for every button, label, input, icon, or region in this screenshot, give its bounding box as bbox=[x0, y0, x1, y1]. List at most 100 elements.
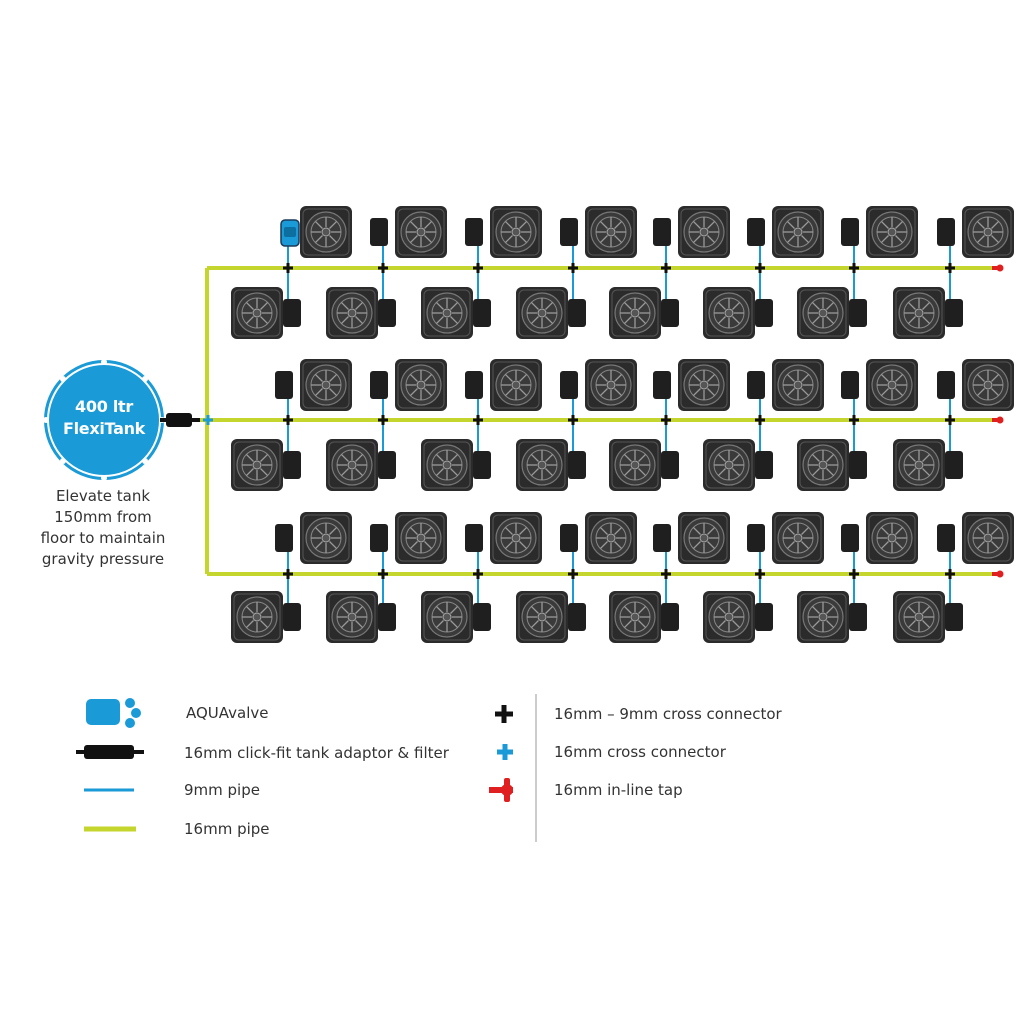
pot-body bbox=[702, 286, 756, 340]
pot bbox=[465, 358, 543, 412]
pot-body bbox=[394, 205, 448, 259]
pot bbox=[515, 438, 586, 492]
pot bbox=[230, 438, 301, 492]
pot bbox=[420, 438, 491, 492]
cross-connector-16-9 bbox=[755, 415, 765, 425]
valve-box bbox=[841, 371, 859, 399]
pot-body bbox=[230, 438, 284, 492]
valve-box bbox=[755, 603, 773, 631]
pot bbox=[515, 286, 586, 340]
pot-body bbox=[865, 205, 919, 259]
pot-body bbox=[892, 438, 946, 492]
inline-tap bbox=[992, 570, 1004, 578]
valve-box bbox=[370, 524, 388, 552]
valve-box bbox=[283, 603, 301, 631]
cross-connector-16-9 bbox=[661, 569, 671, 579]
valve-box bbox=[560, 524, 578, 552]
pot-body bbox=[865, 358, 919, 412]
cross-connector-16-9 bbox=[755, 569, 765, 579]
pot bbox=[747, 511, 825, 565]
valve-box bbox=[937, 218, 955, 246]
valve-box bbox=[747, 524, 765, 552]
pot-body bbox=[325, 590, 379, 644]
valve-box bbox=[465, 218, 483, 246]
tank-note-line: gravity pressure bbox=[41, 550, 165, 568]
cross-connector-16-9 bbox=[283, 569, 293, 579]
cross-connector-16-9 bbox=[473, 569, 483, 579]
pot bbox=[230, 286, 301, 340]
pot-body bbox=[865, 511, 919, 565]
legend-label-cross-16: 16mm cross connector bbox=[554, 743, 726, 761]
pot-body bbox=[420, 286, 474, 340]
pot-body bbox=[892, 590, 946, 644]
valve-box bbox=[465, 524, 483, 552]
legend-label-tank-adaptor: 16mm click-fit tank adaptor & filter bbox=[184, 744, 449, 762]
cross-connector-16-9 bbox=[378, 415, 388, 425]
tank-name: FlexiTank bbox=[62, 419, 146, 438]
pot bbox=[370, 358, 448, 412]
pot bbox=[796, 286, 867, 340]
pot-body bbox=[420, 438, 474, 492]
pot bbox=[841, 511, 919, 565]
pot bbox=[560, 205, 638, 259]
cross-connector-16-9 bbox=[568, 263, 578, 273]
cross-connector-16-9 bbox=[945, 415, 955, 425]
valve-box bbox=[849, 299, 867, 327]
pot-body bbox=[796, 438, 850, 492]
valve-box bbox=[473, 299, 491, 327]
flexitank bbox=[43, 359, 165, 481]
pot bbox=[937, 511, 1015, 565]
valve-box bbox=[378, 451, 396, 479]
pot bbox=[420, 286, 491, 340]
pot-body bbox=[489, 205, 543, 259]
cross-connector-16-9 bbox=[945, 569, 955, 579]
valve-box bbox=[283, 299, 301, 327]
cross-connector-16-9 bbox=[945, 263, 955, 273]
valve-box bbox=[945, 299, 963, 327]
pot bbox=[653, 205, 731, 259]
valve-box bbox=[465, 371, 483, 399]
pot bbox=[892, 590, 963, 644]
pot bbox=[937, 358, 1015, 412]
valve-box bbox=[283, 451, 301, 479]
pot-body bbox=[584, 205, 638, 259]
pot-body bbox=[299, 205, 353, 259]
tank-note-line: floor to maintain bbox=[40, 529, 166, 547]
valve-box bbox=[755, 451, 773, 479]
pot-body bbox=[961, 511, 1015, 565]
valve-box bbox=[275, 524, 293, 552]
cross-connector-16-9 bbox=[568, 415, 578, 425]
pot bbox=[841, 358, 919, 412]
pot bbox=[560, 358, 638, 412]
valve-box bbox=[568, 451, 586, 479]
pot-body bbox=[515, 590, 569, 644]
pot-body bbox=[771, 205, 825, 259]
pot-body bbox=[702, 590, 756, 644]
valve-box bbox=[370, 218, 388, 246]
valve-box bbox=[560, 371, 578, 399]
valve-box bbox=[653, 371, 671, 399]
tank-adaptor-filter bbox=[160, 413, 200, 427]
valve-box bbox=[653, 218, 671, 246]
valve-box bbox=[849, 603, 867, 631]
valve-box bbox=[661, 451, 679, 479]
pot-body bbox=[584, 511, 638, 565]
pot-body bbox=[394, 358, 448, 412]
legend-tank-adaptor-icon bbox=[76, 745, 144, 759]
valve-box bbox=[661, 299, 679, 327]
valve-box bbox=[370, 371, 388, 399]
tank-capacity: 400 ltr bbox=[75, 397, 133, 416]
pot bbox=[370, 511, 448, 565]
cross-connector-16-9 bbox=[283, 263, 293, 273]
pot-body bbox=[677, 511, 731, 565]
pot bbox=[465, 205, 543, 259]
legend-label-inline-tap: 16mm in-line tap bbox=[554, 781, 683, 799]
pot-body bbox=[584, 358, 638, 412]
cross-connector-16mm bbox=[203, 415, 213, 425]
legend-label-9mm-pipe: 9mm pipe bbox=[184, 781, 260, 799]
pot bbox=[325, 590, 396, 644]
cross-connector-16-9 bbox=[473, 263, 483, 273]
aquavalve-icon bbox=[280, 219, 300, 247]
cross-connector-16-9 bbox=[849, 569, 859, 579]
